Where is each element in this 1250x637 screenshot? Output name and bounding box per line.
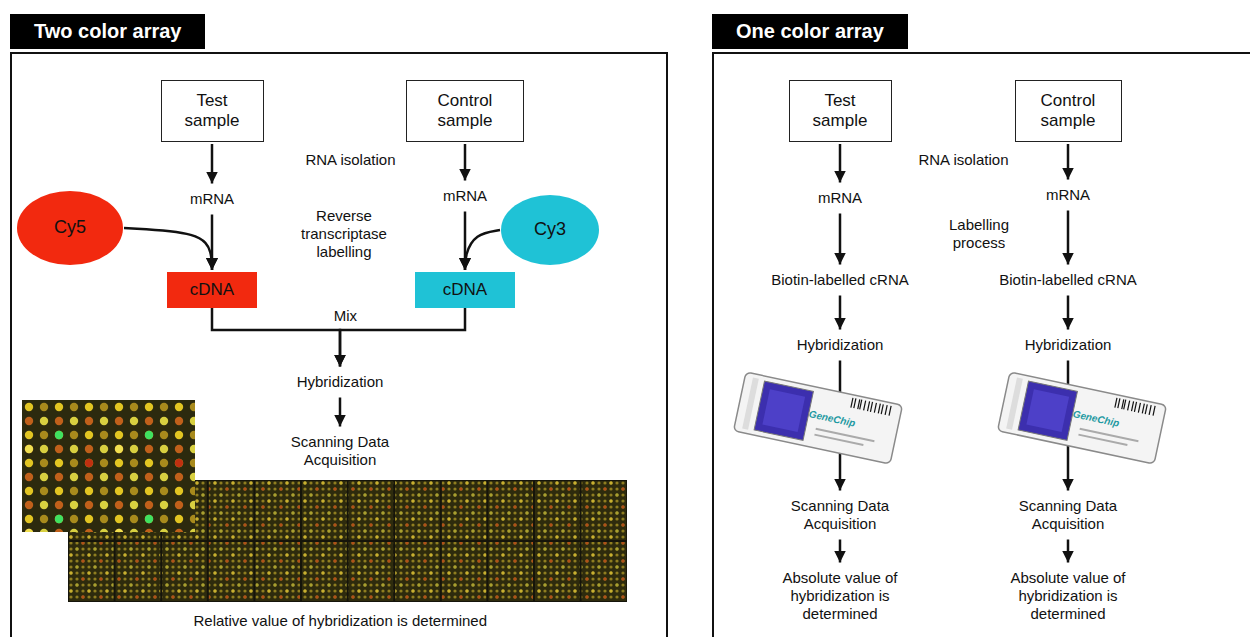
panel-frame: One color arrayTest sampleControl sample… [712,52,1250,637]
node-text: Test sample [800,91,880,132]
dye-ellipse [17,191,123,265]
node-text: Control sample [1026,91,1110,132]
step-text: Absolute value of hybridization is deter… [773,565,908,628]
node-text: Scanning Data Acquisition [275,433,405,469]
panel-heading: Two color array [10,14,205,49]
step-text: Hybridization [291,369,389,396]
flow-arrow [124,228,212,270]
flow-arrow [839,540,842,563]
node-text: mRNA [190,190,234,208]
sample-box: Test sample [161,80,264,142]
step-text: Hybridization [1019,332,1117,359]
flow-arrow [839,214,842,265]
annotation-label: Relative value of hybridization is deter… [192,612,488,630]
node-text: mRNA [818,189,862,207]
node-text: Biotin-labelled cRNA [999,271,1137,289]
step-text: Biotin-labelled cRNA [766,267,915,294]
node-text: Control sample [423,91,507,132]
panel-frame: Two color arrayTest sampleControl sample… [10,52,668,637]
cdna-box: cDNA [415,272,515,308]
microarray-scan [22,400,627,602]
node-text: Cy3 [534,219,566,241]
flow-arrow [1067,144,1070,180]
cdna-box: cDNA [167,272,257,308]
sample-box: Control sample [1015,80,1122,142]
flow-arrow [465,230,500,270]
array-zoom-spots [22,400,195,532]
flow-arrow [211,144,214,184]
step-text: Absolute value of hybridization is deter… [1001,565,1136,628]
step-text: Scanning Data Acquisition [270,429,411,474]
sample-box: Control sample [406,80,524,142]
step-text: mRNA [437,183,493,210]
dye-circle: Cy3 [500,194,600,266]
annotation-label: Reverse transcriptase labelling [289,207,399,261]
flow-arrow [1067,540,1070,563]
flow-arrow [1067,211,1070,265]
node-text: cDNA [443,280,487,300]
node-text: Hybridization [297,373,384,391]
annotation-label: RNA isolation [917,151,1010,169]
node-text: Scanning Data Acquisition [1003,497,1133,533]
node-text: Scanning Data Acquisition [775,497,905,533]
genechip-picture [998,372,1167,464]
node-text: Test sample [172,91,252,132]
node-text: Hybridization [1025,336,1112,354]
node-text: Cy5 [54,217,86,239]
dye-ellipse [501,195,599,265]
flow-arrow [839,144,842,183]
node-text: mRNA [1046,186,1090,204]
flow-arrow [839,296,842,330]
array-zoom [22,400,195,532]
step-text: Biotin-labelled cRNA [994,267,1143,294]
step-text: mRNA [812,185,868,212]
step-text: Hybridization [791,332,889,359]
flow-arrow [1067,296,1070,330]
annotation-label: RNA isolation [304,151,397,169]
flow-arrow [464,144,467,181]
flow-arrow [340,308,465,367]
step-text: Scanning Data Acquisition [770,493,911,538]
node-text: Biotin-labelled cRNA [771,271,909,289]
node-text: mRNA [443,187,487,205]
dye-circle: Cy5 [16,190,124,266]
node-text: Absolute value of hybridization is deter… [1006,569,1130,623]
step-text: Scanning Data Acquisition [998,493,1139,538]
panel-heading: One color array [712,14,908,49]
genechip-picture [734,372,903,464]
node-text: cDNA [190,280,234,300]
step-text: mRNA [1040,182,1096,209]
annotation-label: Labelling process [939,216,1019,252]
sample-box: Test sample [789,80,892,142]
node-text: Absolute value of hybridization is deter… [778,569,902,623]
annotation-label: Mix [332,307,358,325]
flow-arrow [212,308,340,367]
step-text: mRNA [184,186,240,213]
flow-arrow [339,398,342,427]
node-text: Hybridization [797,336,884,354]
